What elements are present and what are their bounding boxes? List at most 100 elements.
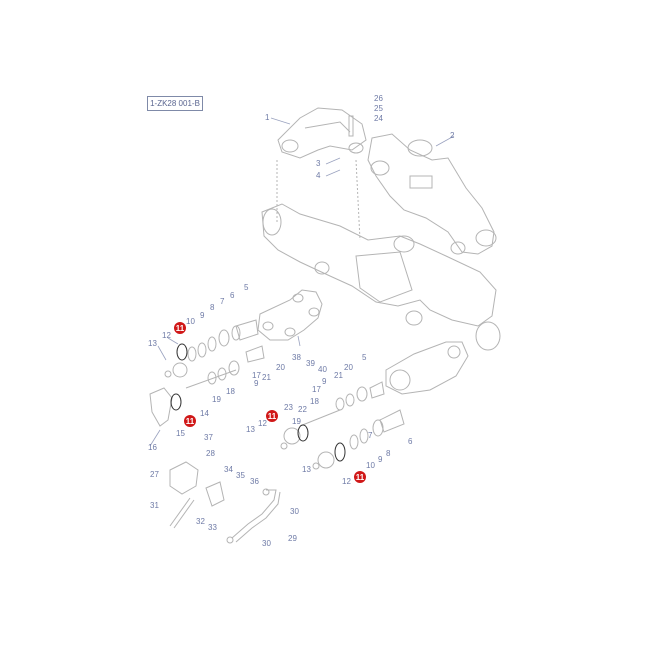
plate-hole — [308, 307, 320, 317]
shim — [335, 397, 345, 411]
callout-p30a: 30 — [290, 507, 299, 516]
callout-p36: 36 — [250, 477, 259, 486]
callout-p20b: 20 — [344, 363, 353, 372]
shim — [187, 346, 197, 362]
highlight-marker — [266, 410, 278, 422]
callout-p1: 1 — [265, 113, 270, 122]
washer — [317, 451, 335, 469]
bolt-head — [164, 370, 172, 378]
callout-p31: 31 — [150, 501, 159, 510]
highlight-11-lower-right: 11 — [354, 471, 366, 483]
pin-part — [369, 381, 385, 399]
bushing — [356, 386, 368, 402]
part-callouts: 1 2 3 4 24 25 26 5 6 7 8 9 10 12 13 38 3… — [148, 94, 455, 548]
callout-p21b: 21 — [334, 371, 343, 380]
callout-p16: 16 — [148, 443, 157, 452]
callout-p38: 38 — [292, 353, 301, 362]
callout-p5a: 5 — [244, 283, 249, 292]
callout-p13c: 13 — [302, 465, 311, 474]
hose-line — [231, 489, 277, 539]
callout-p12b: 12 — [258, 419, 267, 428]
callout-p30b: 30 — [262, 539, 271, 548]
trunnion-plate-part — [257, 289, 323, 341]
callout-p10b: 10 — [366, 461, 375, 470]
callout-p13a: 13 — [148, 339, 157, 348]
sensor-bracket — [169, 461, 199, 495]
bolt-head — [312, 462, 320, 470]
callout-p6b: 6 — [408, 437, 413, 446]
arm-bore — [407, 139, 433, 157]
callout-p24: 24 — [374, 114, 383, 123]
pin-part — [379, 409, 405, 433]
callout-p7a: 7 — [220, 297, 225, 306]
plate-hole — [262, 321, 274, 331]
callout-p32: 32 — [196, 517, 205, 526]
callout-p22: 22 — [298, 405, 307, 414]
bracket-bore — [281, 139, 299, 153]
bushing — [228, 360, 240, 376]
callout-p2: 2 — [450, 131, 455, 140]
sensor-rod — [169, 497, 191, 527]
bolt-part — [348, 115, 354, 137]
callout-p9c: 9 — [322, 377, 327, 386]
callout-p6a: 6 — [230, 291, 235, 300]
callout-p12a: 12 — [162, 331, 171, 340]
callout-p17a: 17 — [252, 371, 261, 380]
callout-p37: 37 — [204, 433, 213, 442]
pin-part — [235, 319, 259, 341]
rod-part — [299, 409, 341, 427]
housing-boss — [314, 261, 330, 275]
hose-fitting — [226, 536, 234, 544]
callout-p35: 35 — [236, 471, 245, 480]
hose-line — [235, 491, 281, 543]
callout-p19a: 19 — [212, 395, 221, 404]
callout-p7b: 7 — [368, 431, 373, 440]
callout-p39: 39 — [306, 359, 315, 368]
bracket-edge — [304, 121, 351, 133]
highlight-11-upper-left: 11 — [174, 322, 186, 334]
axle-housing-part — [261, 203, 497, 327]
trunnion-cover-part — [385, 341, 469, 395]
callout-p3: 3 — [316, 159, 321, 168]
highlight-11-left: 11 — [184, 415, 196, 427]
reference-code-box: 1-ZK28 001-B — [147, 96, 203, 111]
leader-lines — [149, 117, 455, 447]
o-ring — [170, 393, 182, 411]
shim — [349, 434, 359, 450]
callout-p13b: 13 — [246, 425, 255, 434]
arm-plate — [409, 175, 433, 189]
cover-bore — [389, 369, 411, 391]
callout-p9d: 9 — [378, 455, 383, 464]
callout-p19b: 19 — [292, 417, 301, 426]
housing-boss — [393, 235, 415, 253]
callout-p15: 15 — [176, 429, 185, 438]
callout-p33: 33 — [208, 523, 217, 532]
callout-p34: 34 — [224, 465, 233, 474]
callout-h11d: 11 — [356, 473, 365, 482]
housing-flange — [262, 208, 282, 236]
callout-p9a: 9 — [200, 311, 205, 320]
callout-p27: 27 — [150, 470, 159, 479]
swing-arm-part — [367, 133, 495, 255]
callout-p21a: 21 — [262, 373, 271, 382]
o-ring — [176, 343, 188, 361]
callout-h11b: 11 — [186, 417, 195, 426]
rod-part — [185, 369, 237, 389]
bracket-plate — [149, 387, 173, 427]
pin-end — [231, 325, 241, 341]
arm-bore — [370, 160, 390, 176]
callout-p29: 29 — [288, 534, 297, 543]
upper-bracket-part — [277, 107, 367, 159]
housing-flange — [475, 321, 501, 351]
callout-p23: 23 — [284, 403, 293, 412]
callout-p25: 25 — [374, 104, 383, 113]
bushing — [372, 419, 384, 437]
highlighted-callouts: 11 11 11 11 — [174, 322, 366, 483]
highlight-11-middle: 11 — [266, 410, 278, 422]
shim — [197, 342, 207, 358]
callout-p26: 26 — [374, 94, 383, 103]
callout-h11c: 11 — [268, 412, 277, 421]
callout-p18a: 18 — [226, 387, 235, 396]
callout-p12c: 12 — [342, 477, 351, 486]
